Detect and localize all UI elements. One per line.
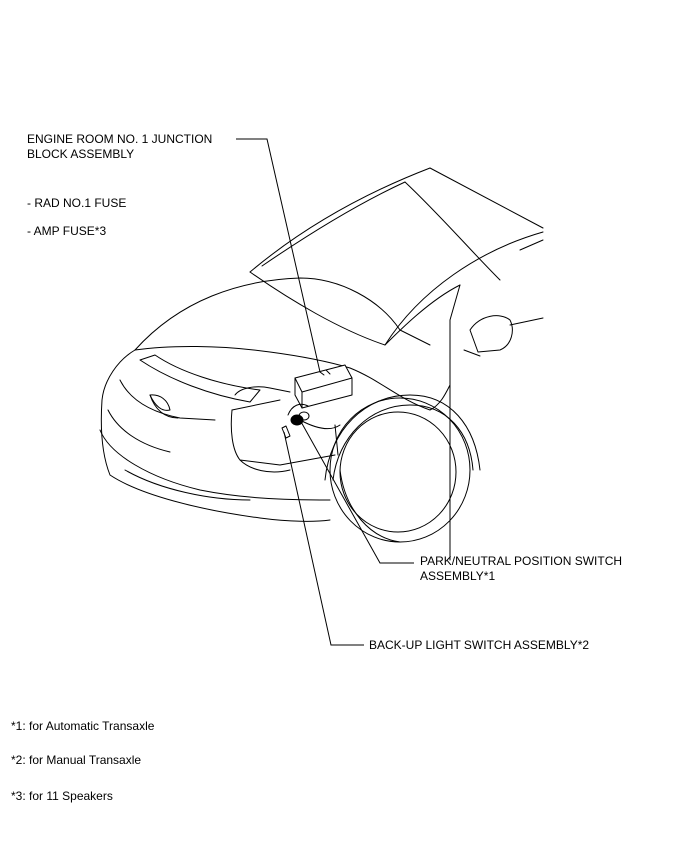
fuse-amp-label: - AMP FUSE*3 xyxy=(27,224,107,238)
park-switch-leader xyxy=(299,419,414,564)
backup-switch-label: BACK-UP LIGHT SWITCH ASSEMBLY*2 xyxy=(369,638,590,652)
park-switch-label-line2: ASSEMBLY*1 xyxy=(420,569,496,583)
junction-block-label-line2: BLOCK ASSEMBLY xyxy=(27,147,135,161)
footnote-2: *2: for Manual Transaxle xyxy=(11,753,142,767)
backup-switch-leader xyxy=(283,431,364,646)
footnote-3: *3: for 11 Speakers xyxy=(11,789,113,803)
junction-block-leader xyxy=(236,138,321,373)
junction-block-box xyxy=(294,364,353,409)
junction-block-label-line1: ENGINE ROOM NO. 1 JUNCTION xyxy=(27,132,213,146)
leader-lines xyxy=(236,138,414,646)
park-switch-label-line1: PARK/NEUTRAL POSITION SWITCH xyxy=(420,554,623,568)
fuse-rad-label: - RAD NO.1 FUSE xyxy=(27,196,127,210)
footnote-1: *1: for Automatic Transaxle xyxy=(11,719,155,733)
switch-parts xyxy=(281,403,310,439)
car-outline xyxy=(99,167,544,561)
